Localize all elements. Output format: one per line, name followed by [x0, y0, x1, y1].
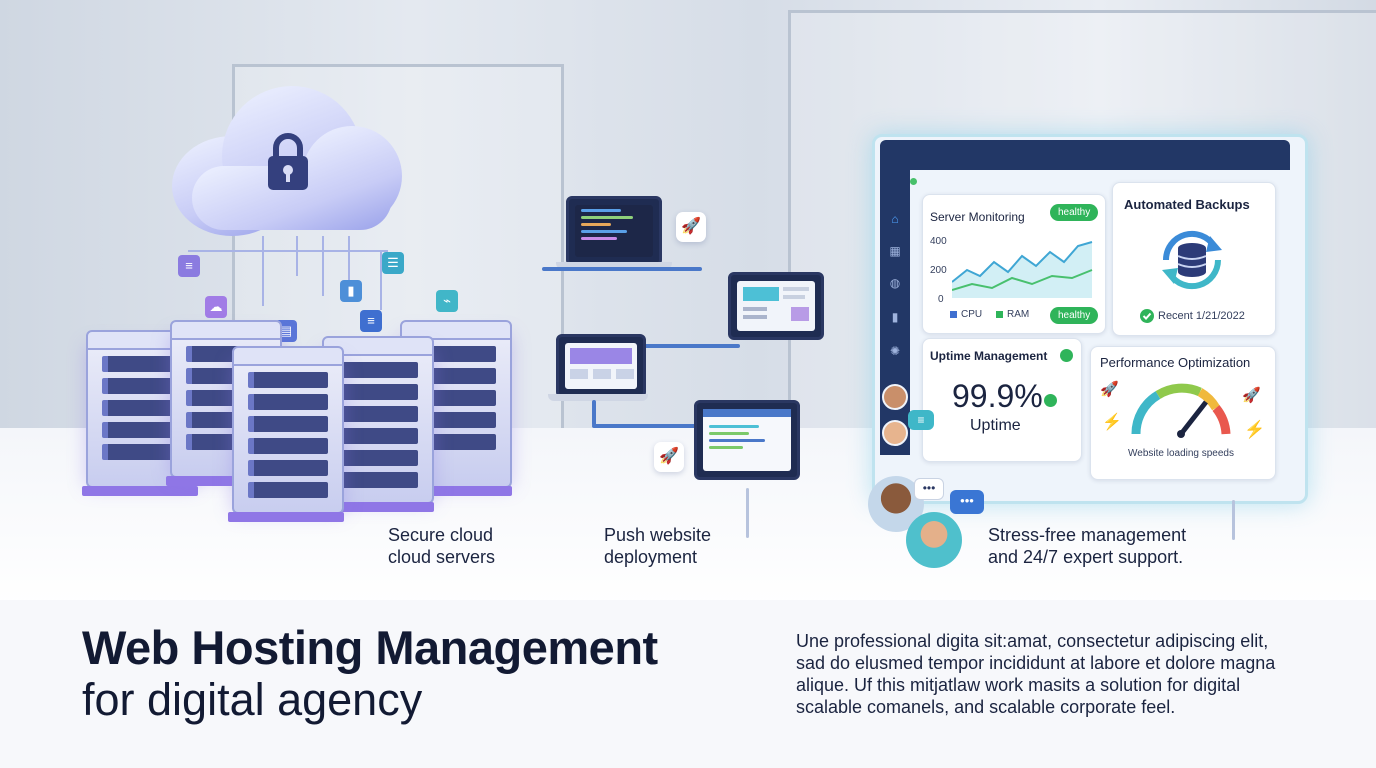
chat-bubble-icon: ≡: [908, 410, 934, 430]
cloud-upload-icon: ☁: [205, 296, 227, 318]
uptime-title: Uptime Management: [930, 349, 1048, 363]
chat-bubble-icon: •••: [950, 490, 984, 514]
bolt-icon: ⚡: [1244, 420, 1266, 439]
bottom-section: [0, 600, 1376, 768]
server-monitoring-title: Server Monitoring: [930, 210, 1025, 224]
cloud-lock-icon: [172, 86, 404, 236]
page-subtitle: for digital agency: [82, 674, 423, 725]
avatar: [882, 384, 908, 410]
rocket-icon: 🚀: [1242, 387, 1261, 404]
server-chip-icon: ≡: [178, 255, 200, 277]
support-agent-avatar: [906, 512, 962, 568]
speed-gauge-icon: [1131, 383, 1231, 438]
lock-icon: [268, 133, 308, 190]
automated-backups-title: Automated Backups: [1124, 197, 1250, 212]
performance-panel: [1090, 346, 1276, 480]
laptop-code-editor: [566, 196, 662, 266]
rocket-icon: 🚀: [1100, 381, 1119, 398]
cpu-legend-swatch: [950, 311, 957, 318]
hero-illustration: ≡ ☁ ▤ ▮ ≡ ☰ ⌁ Secure cloud cloud servers…: [0, 0, 1376, 600]
performance-title: Performance Optimization: [1100, 355, 1251, 370]
wifi-chip-icon: ⌁: [436, 290, 458, 312]
rocket-icon: 🚀: [676, 212, 706, 242]
list-chip-icon: ☰: [382, 252, 404, 274]
server-rack: [228, 346, 344, 522]
status-badge: healthy: [1050, 204, 1099, 221]
chat-bubble-icon: •••: [914, 478, 944, 500]
cpu-legend: CPU: [961, 309, 983, 320]
uptime-label: Uptime: [970, 417, 1021, 434]
deploy-flow-line: [542, 267, 702, 271]
rocket-icon: 🚀: [654, 442, 684, 472]
caption-support: Stress-free management and 24/7 expert s…: [988, 525, 1187, 567]
dashboard-title-bar: [880, 140, 1290, 170]
laptop-website-preview: [556, 334, 646, 398]
description-text: Une professional digita sit:amat, consec…: [796, 631, 1276, 717]
tablet-code-preview: [694, 400, 800, 480]
bolt-icon: ⚡: [1102, 414, 1122, 431]
uptime-status-dot-small: [1044, 394, 1057, 407]
database-sync-icon: [1162, 230, 1222, 290]
checkmark-icon: [1140, 309, 1154, 323]
status-badge-bottom: healthy: [1050, 307, 1099, 324]
uptime-status-dot: [1060, 349, 1073, 362]
backup-recent: Recent 1/21/2022: [1158, 310, 1245, 322]
ram-legend-swatch: [996, 311, 1003, 318]
grid-icon[interactable]: ▦: [889, 244, 901, 258]
server-chip-icon: ≡: [360, 310, 382, 332]
caption-deployment: Push website deployment: [604, 525, 712, 567]
performance-label: Website loading speeds: [1128, 448, 1234, 459]
chart-icon[interactable]: ▮: [891, 310, 899, 324]
gear-icon[interactable]: ✺: [889, 344, 901, 358]
home-icon[interactable]: ⌂: [891, 212, 899, 226]
tablet-website-preview: [728, 272, 824, 340]
stats-chip-icon: ▮: [340, 280, 362, 302]
caption-servers: Secure cloud cloud servers: [388, 525, 496, 567]
globe-icon[interactable]: ◍: [889, 276, 901, 290]
cloud-connection-lines: [262, 236, 264, 306]
ram-legend: RAM: [1007, 309, 1030, 320]
page-title: Web Hosting Management: [82, 621, 658, 674]
uptime-value: 99.9%: [952, 378, 1043, 414]
avatar: [882, 420, 908, 446]
server-monitoring-chart: [952, 241, 1093, 298]
